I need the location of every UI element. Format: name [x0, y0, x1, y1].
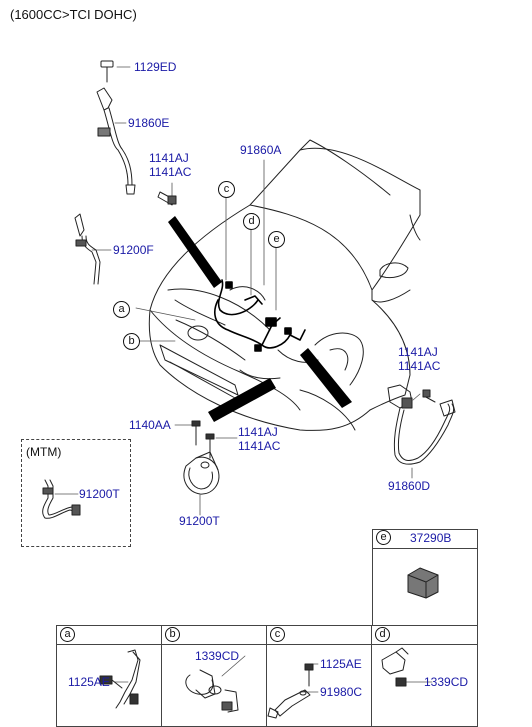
- label-91860E: 91860E: [128, 116, 170, 130]
- part-91860D-cable: [387, 384, 456, 465]
- label-91860D: 91860D: [388, 479, 431, 493]
- part-91200F-strap: [74, 213, 101, 285]
- leader-lines: [54, 66, 433, 693]
- label-1141AJ-right: 1141AJ: [398, 345, 438, 359]
- label-1141AJ-top: 1141AJ: [149, 151, 189, 165]
- detail-a-letter: a: [60, 627, 75, 642]
- detail-c-part-1125AE: 1125AE: [320, 657, 362, 671]
- label-1129ED: 1129ED: [134, 60, 177, 74]
- label-91200T-main: 91200T: [179, 514, 220, 528]
- label-1141AJ-mid: 1141AJ: [238, 425, 278, 439]
- detail-b-part-1339CD: 1339CD: [195, 649, 240, 663]
- detail-e-letter: e: [376, 530, 391, 545]
- detail-d-part: [381, 647, 409, 687]
- engine-bay-harness: [214, 279, 306, 352]
- detail-e-header: [372, 529, 478, 549]
- detail-a-part: [99, 649, 141, 709]
- detail-a-part-1125AE: 1125AE: [68, 675, 110, 689]
- detail-col-divider-3: [371, 625, 372, 726]
- callout-d: d: [243, 213, 260, 230]
- mtm-box: [21, 439, 131, 547]
- detail-col-divider-1: [161, 625, 162, 726]
- detail-c-letter: c: [270, 627, 285, 642]
- detail-d-letter: d: [375, 627, 390, 642]
- page-title: (1600CC>TCI DOHC): [10, 7, 137, 22]
- mtm-label: (MTM): [26, 445, 62, 459]
- part-91200T-bracket: [183, 420, 220, 495]
- detail-d-part-1339CD: 1339CD: [424, 675, 469, 689]
- label-1141AC-mid: 1141AC: [238, 439, 281, 453]
- detail-b-part: [185, 669, 239, 713]
- callout-c: c: [218, 181, 235, 198]
- label-91860A: 91860A: [240, 143, 282, 157]
- label-1141AC-right: 1141AC: [398, 359, 441, 373]
- callout-b: b: [123, 333, 140, 350]
- detail-col-divider-2: [266, 625, 267, 726]
- car-illustration: [148, 139, 421, 431]
- detail-b-letter: b: [165, 627, 180, 642]
- label-1141AC-top: 1141AC: [149, 165, 192, 179]
- detail-table-header-row: [56, 625, 478, 645]
- callout-e: e: [268, 231, 285, 248]
- label-91200F: 91200F: [113, 243, 154, 257]
- part-91860E-cable: [96, 60, 136, 195]
- bolt-top: [157, 191, 177, 206]
- detail-c-part: [267, 663, 314, 719]
- label-91200T-mtm: 91200T: [79, 487, 120, 501]
- detail-c-part-91980C: 91980C: [320, 685, 363, 699]
- mtm-strap: [42, 479, 81, 519]
- detail-e-part: 37290B: [410, 531, 452, 545]
- callout-a: a: [113, 301, 130, 318]
- part-37290B: [407, 567, 439, 599]
- label-1140AA: 1140AA: [129, 418, 171, 432]
- leader-strokes: [168, 216, 352, 422]
